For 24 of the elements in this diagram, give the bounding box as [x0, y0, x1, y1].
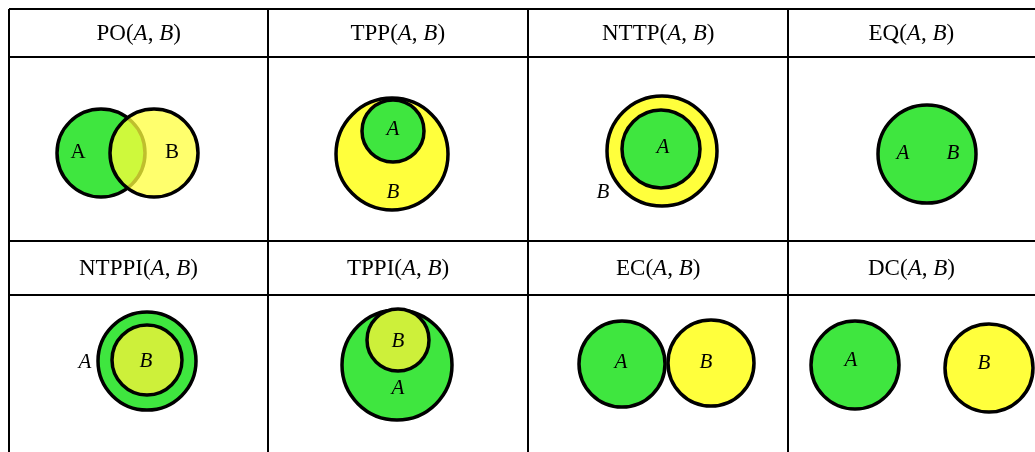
region-label: B	[946, 141, 960, 163]
relation-heading: DC(A, B)	[868, 255, 955, 281]
relation-heading: TPPI(A, B)	[347, 255, 450, 281]
region-label: A	[70, 140, 86, 162]
region-label: A	[614, 350, 628, 372]
relation-heading: TPP(A, B)	[350, 20, 446, 46]
region-label: A	[391, 376, 405, 398]
relation-heading: PO(A, B)	[96, 20, 181, 46]
region-label: B	[596, 180, 610, 202]
region-label: B	[977, 351, 991, 373]
region-label: A	[78, 350, 92, 372]
region-label: B	[165, 140, 179, 162]
region-label: A	[896, 141, 910, 163]
region-label: A	[844, 348, 858, 370]
region-label: A	[386, 117, 400, 139]
region-label: B	[391, 329, 405, 351]
relation-heading: NTPPI(A, B)	[79, 255, 198, 281]
region-label: B	[699, 350, 713, 372]
relation-heading: EQ(A, B)	[868, 20, 955, 46]
region-label: A	[656, 135, 670, 157]
region-label: B	[139, 349, 153, 371]
region-label: B	[386, 180, 400, 202]
relation-heading: NTTP(A, B)	[602, 20, 715, 46]
relation-heading: EC(A, B)	[616, 255, 701, 281]
